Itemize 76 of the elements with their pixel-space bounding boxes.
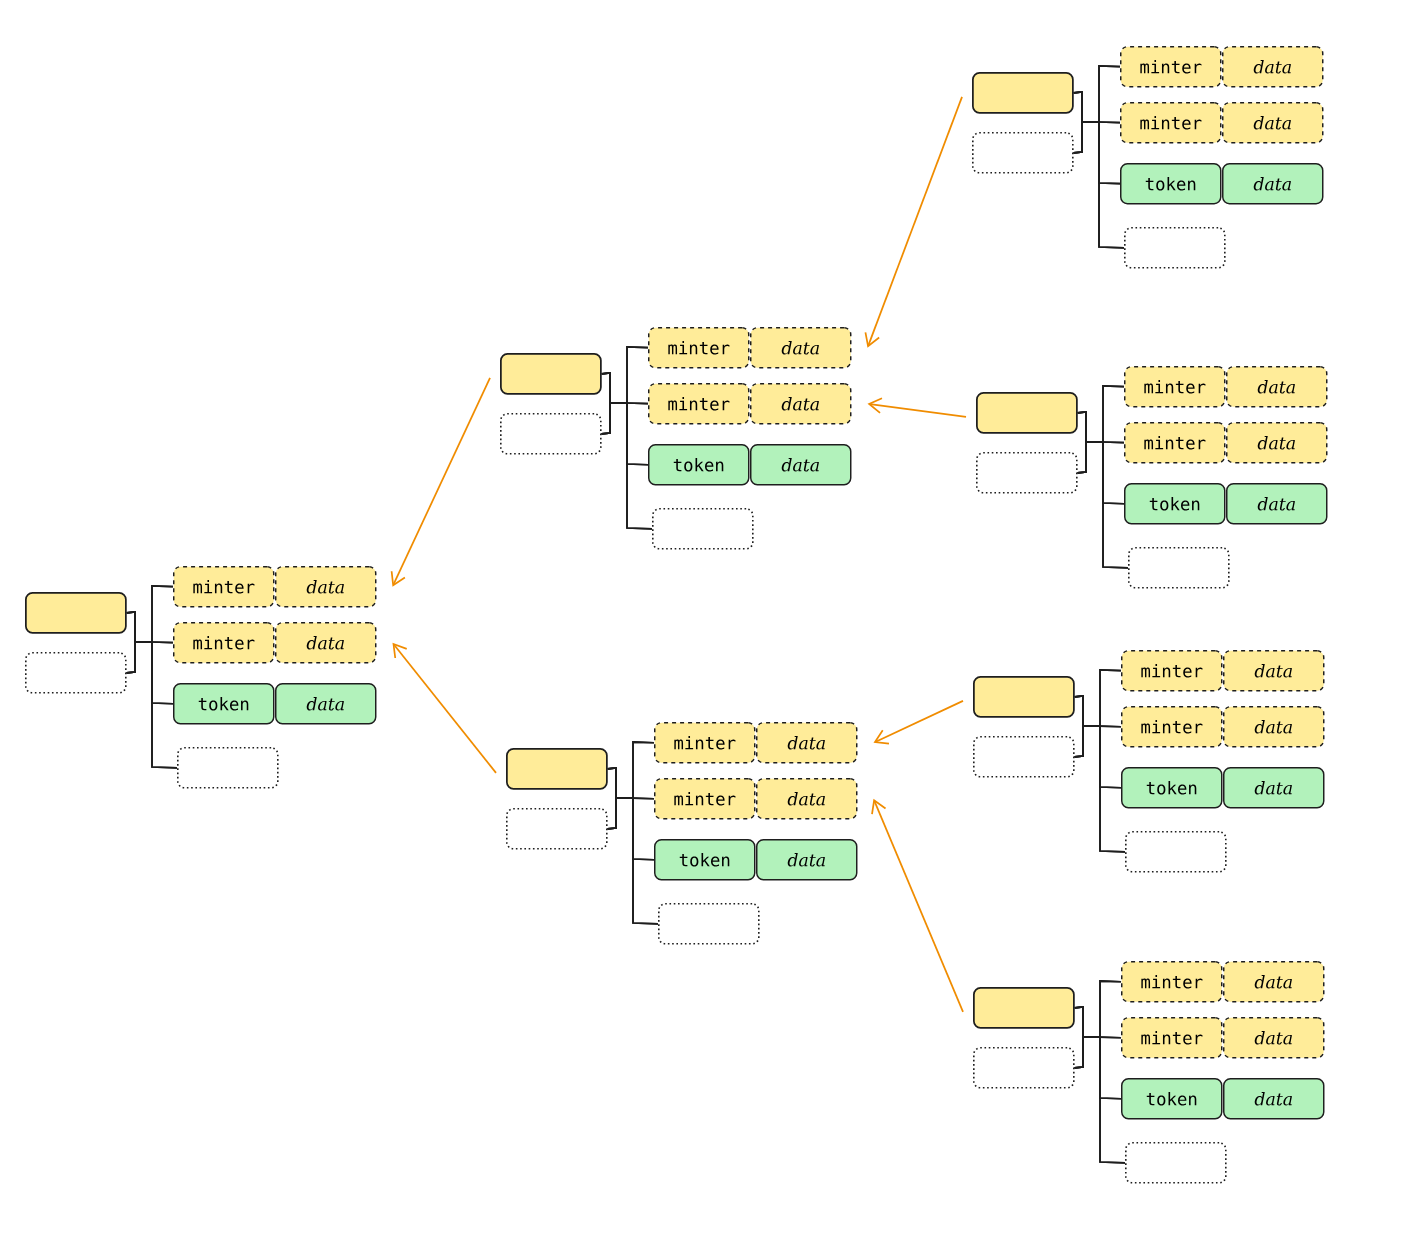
- filled-box: [976, 392, 1078, 434]
- label-box: minter: [1121, 1017, 1223, 1059]
- dotted-box: [1128, 547, 1230, 589]
- label-box: token: [173, 683, 275, 725]
- filled-box: [506, 748, 608, 790]
- label-box: data: [750, 327, 852, 369]
- dotted-box: [25, 652, 127, 694]
- label-box: minter: [648, 327, 750, 369]
- label-box: token: [1121, 1078, 1223, 1120]
- connector-line: [125, 641, 178, 769]
- arrow: [873, 700, 964, 745]
- label-box: minter: [1124, 366, 1226, 408]
- filled-box: [973, 676, 1075, 718]
- label-box: token: [1120, 163, 1222, 205]
- dotted-box: [1125, 831, 1227, 873]
- connector-line: [600, 402, 653, 530]
- label-box: data: [1223, 1078, 1325, 1120]
- dotted-box: [1124, 227, 1226, 269]
- arrow: [390, 377, 491, 587]
- filled-box: [972, 72, 1074, 114]
- arrow: [864, 96, 963, 348]
- label-box: data: [1223, 650, 1325, 692]
- connector-line: [1073, 1036, 1126, 1164]
- label-box: minter: [173, 622, 275, 664]
- label-box: data: [1223, 1017, 1325, 1059]
- label-box: data: [1223, 767, 1325, 809]
- label-box: minter: [1121, 961, 1223, 1003]
- filled-box: [973, 987, 1075, 1029]
- label-box: token: [654, 839, 756, 881]
- label-box: data: [1226, 366, 1328, 408]
- connector-line: [1072, 121, 1125, 249]
- arrow: [392, 642, 497, 774]
- label-box: minter: [1124, 422, 1226, 464]
- label-box: minter: [654, 778, 756, 820]
- dotted-box: [972, 132, 1074, 174]
- label-box: data: [1223, 961, 1325, 1003]
- label-box: data: [275, 622, 377, 664]
- label-box: minter: [173, 566, 275, 608]
- label-box: data: [750, 383, 852, 425]
- label-box: minter: [1121, 650, 1223, 692]
- label-box: token: [1124, 483, 1226, 525]
- label-box: data: [275, 566, 377, 608]
- arrow: [867, 397, 967, 418]
- dotted-box: [976, 452, 1078, 494]
- filled-box: [25, 592, 127, 634]
- connector-line: [606, 797, 659, 925]
- label-box: data: [1222, 102, 1324, 144]
- label-box: token: [1121, 767, 1223, 809]
- dotted-box: [973, 1047, 1075, 1089]
- connector-line: [1076, 441, 1129, 569]
- connector-line: [1073, 725, 1126, 853]
- label-box: minter: [1120, 102, 1222, 144]
- label-box: minter: [1120, 46, 1222, 88]
- dotted-box: [658, 903, 760, 945]
- label-box: data: [275, 683, 377, 725]
- label-box: data: [756, 839, 858, 881]
- label-box: data: [1226, 422, 1328, 464]
- label-box: minter: [1121, 706, 1223, 748]
- label-box: data: [750, 444, 852, 486]
- label-box: data: [1223, 706, 1325, 748]
- dotted-box: [177, 747, 279, 789]
- arrow: [871, 798, 964, 1013]
- label-box: data: [1222, 163, 1324, 205]
- label-box: minter: [648, 383, 750, 425]
- label-box: data: [1226, 483, 1328, 525]
- label-box: data: [756, 722, 858, 764]
- dotted-box: [652, 508, 754, 550]
- dotted-box: [500, 413, 602, 455]
- label-box: minter: [654, 722, 756, 764]
- dotted-box: [1125, 1142, 1227, 1184]
- label-box: data: [756, 778, 858, 820]
- dotted-box: [506, 808, 608, 850]
- label-box: token: [648, 444, 750, 486]
- dotted-box: [973, 736, 1075, 778]
- filled-box: [500, 353, 602, 395]
- label-box: data: [1222, 46, 1324, 88]
